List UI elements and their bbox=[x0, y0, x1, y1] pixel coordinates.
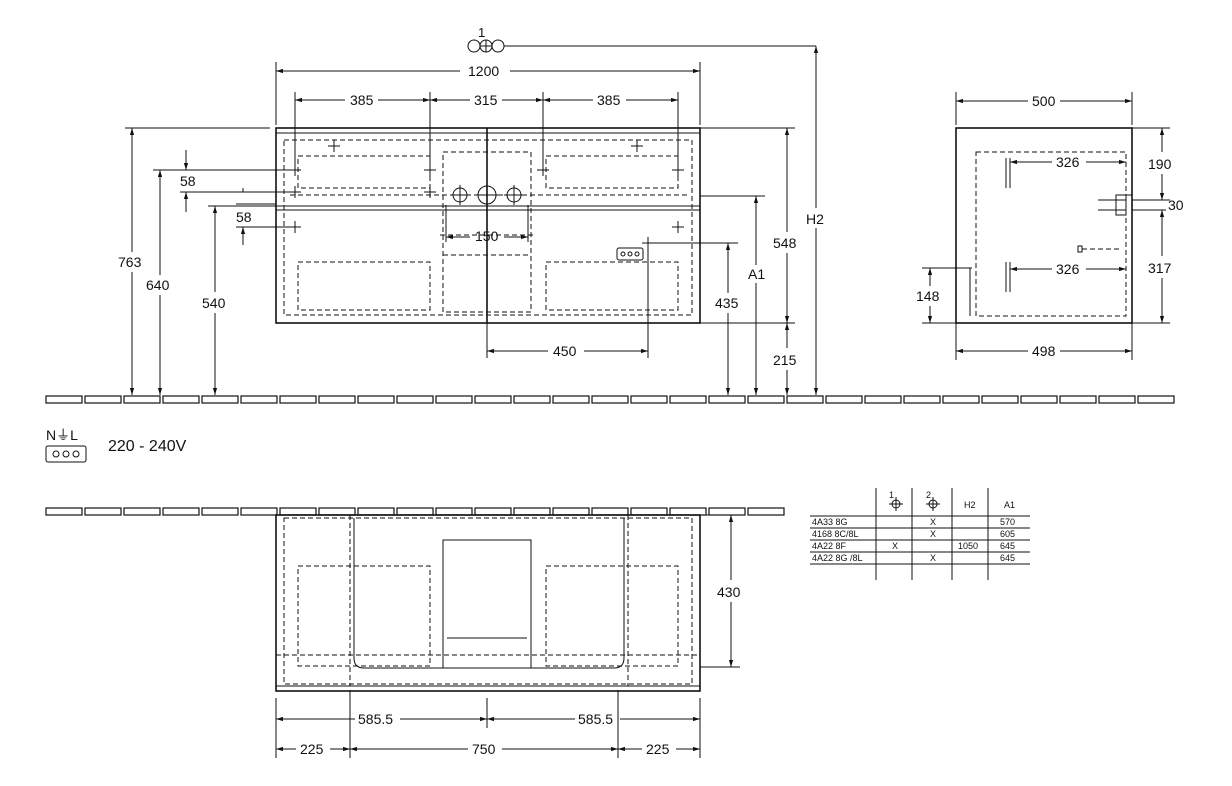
electrical-legend: N⏚L 220 - 240V bbox=[45, 427, 187, 463]
dim-depth-top: 500 bbox=[1032, 93, 1056, 109]
dim-height-30: 30 bbox=[1168, 197, 1184, 213]
dim-spacing-left: 385 bbox=[350, 92, 374, 108]
socket-icon bbox=[616, 247, 644, 261]
top-view: 430 585.5 585.5 225 750 225 bbox=[45, 507, 785, 758]
dim-height-317: 317 bbox=[1148, 260, 1172, 276]
side-view: 500 326 326 190 30 317 148 498 bbox=[916, 92, 1184, 360]
dim-offset-58-top: 58 bbox=[180, 173, 196, 189]
dim-half-right: 585.5 bbox=[578, 711, 613, 727]
dim-depth-bottom: 498 bbox=[1032, 343, 1056, 359]
table-row-model: 4A22 8F bbox=[812, 541, 847, 551]
front-view: 1 1200 385 315 385 763 640 bbox=[118, 25, 824, 395]
table-header-1: 1 bbox=[889, 490, 894, 500]
dim-height-148: 148 bbox=[916, 288, 940, 304]
top-outline bbox=[275, 514, 701, 692]
dim-depth-430: 430 bbox=[717, 584, 741, 600]
label-h2: H2 bbox=[806, 211, 824, 227]
dim-spacing-center: 315 bbox=[474, 92, 498, 108]
table-row-c2: X bbox=[930, 517, 936, 527]
table-row-c1: X bbox=[892, 541, 898, 551]
table-row-a1: 645 bbox=[1000, 553, 1015, 563]
table-row-model: 4168 8C/8L bbox=[812, 529, 859, 539]
dim-height-435: 435 bbox=[715, 295, 739, 311]
dim-height-763: 763 bbox=[118, 254, 142, 270]
label-a1: A1 bbox=[748, 266, 765, 282]
table-header-a1: A1 bbox=[1004, 500, 1015, 510]
dim-floor-gap: 215 bbox=[773, 352, 797, 368]
dim-inner-top: 326 bbox=[1056, 154, 1080, 170]
dim-width: 1200 bbox=[468, 63, 499, 79]
wall-line bbox=[45, 507, 785, 516]
table-row-c2: X bbox=[930, 529, 936, 539]
dim-center-750: 750 bbox=[472, 741, 496, 757]
marker-2-icon bbox=[926, 497, 940, 511]
table-row-a1: 570 bbox=[1000, 517, 1015, 527]
side-outline bbox=[955, 127, 1133, 324]
table-row-model: 4A22 8G /8L bbox=[812, 553, 863, 563]
dim-height-640: 640 bbox=[146, 277, 170, 293]
marker-1-icon bbox=[889, 497, 903, 511]
table-header-h2: H2 bbox=[964, 500, 976, 510]
electrical-symbol: N⏚L bbox=[46, 427, 78, 443]
dim-edge-right: 225 bbox=[646, 741, 670, 757]
dim-spacing-right: 385 bbox=[597, 92, 621, 108]
cabinet-outline bbox=[275, 127, 701, 324]
dim-height-190: 190 bbox=[1148, 156, 1172, 172]
table-row-model: 4A33 8G bbox=[812, 517, 848, 527]
marker-number: 1 bbox=[478, 25, 485, 40]
floor-line-top bbox=[45, 395, 1175, 404]
dim-inner-bottom: 326 bbox=[1056, 261, 1080, 277]
dim-socket-offset: 450 bbox=[553, 343, 577, 359]
table-row-a1: 645 bbox=[1000, 541, 1015, 551]
dim-edge-left: 225 bbox=[300, 741, 324, 757]
dim-height-540: 540 bbox=[202, 295, 226, 311]
marker-1-icon bbox=[467, 39, 505, 53]
dim-height-548: 548 bbox=[773, 235, 797, 251]
voltage-label: 220 - 240V bbox=[108, 438, 187, 455]
table-row-h2: 1050 bbox=[958, 541, 978, 551]
table-row-c2: X bbox=[930, 553, 936, 563]
dim-hole-spacing: 150 bbox=[475, 228, 499, 244]
spec-table: 1 2 H2 A1 4A33 8G X 570 4168 8C/8L X 6 bbox=[810, 488, 1030, 580]
table-header-2: 2 bbox=[926, 490, 931, 500]
socket-symbol-icon bbox=[45, 445, 87, 463]
dim-half-left: 585.5 bbox=[358, 711, 393, 727]
table-row-a1: 605 bbox=[1000, 529, 1015, 539]
dim-offset-58-bottom: 58 bbox=[236, 209, 252, 225]
